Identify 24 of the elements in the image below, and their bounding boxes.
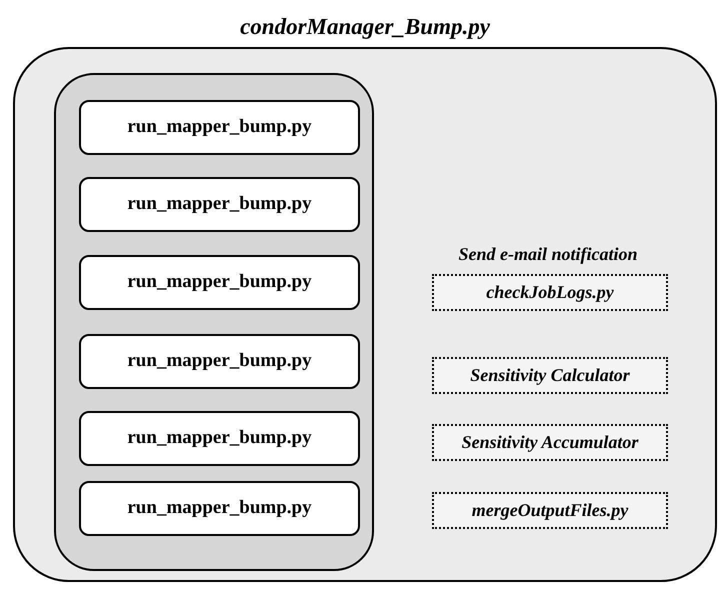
node-label: run_mapper_bump.py — [127, 270, 312, 294]
script-box — [79, 411, 360, 466]
node-label: run_mapper_bump.py — [127, 115, 312, 140]
module-box — [432, 424, 668, 461]
node-label: run_mapper_bump.py — [127, 496, 312, 520]
node-label: checkJobLogs.py — [486, 281, 614, 304]
node-label: Sensitivity Calculator — [470, 364, 630, 387]
script-box — [79, 177, 360, 232]
diagram-title: condorManager_Bump.py — [239, 13, 491, 41]
script-box — [79, 481, 360, 536]
node-label: run_mapper_bump.py — [127, 426, 312, 450]
node-label: Sensitivity Accumulator — [462, 431, 638, 454]
script-box — [79, 255, 360, 310]
inner-panel — [54, 73, 374, 571]
script-box — [79, 334, 360, 389]
node-label: run_mapper_bump.py — [127, 349, 312, 374]
module-box — [432, 357, 668, 394]
module-box — [432, 274, 668, 311]
node-label: mergeOutputFiles.py — [472, 499, 628, 522]
outer-panel — [13, 47, 717, 582]
node-label: run_mapper_bump.py — [127, 192, 312, 216]
script-box — [79, 100, 360, 155]
module-box — [432, 492, 668, 529]
note-text: Send e-mail notification — [457, 243, 638, 266]
